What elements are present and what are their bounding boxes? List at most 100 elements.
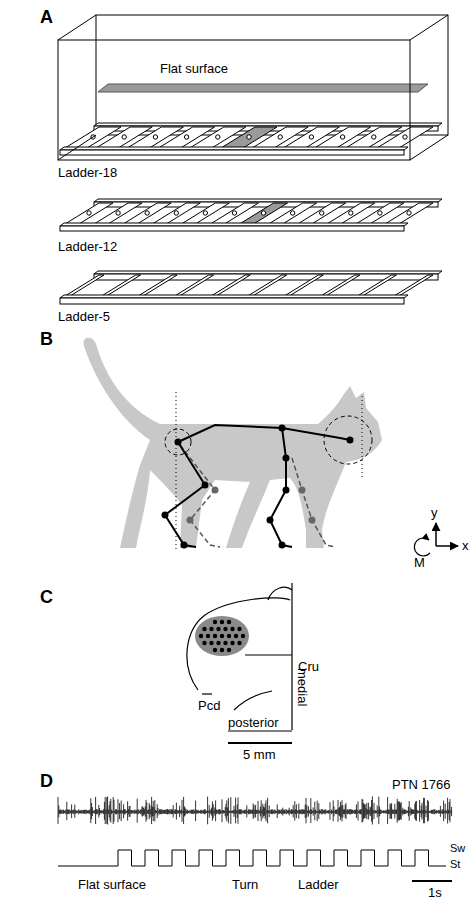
penetration-dot [213, 648, 217, 652]
phase-label: Sw [450, 843, 465, 854]
penetration-dot [206, 634, 210, 638]
rung-peg [407, 211, 411, 215]
joint [309, 517, 316, 524]
scale-bar [228, 742, 292, 744]
ladder-rung [377, 127, 433, 148]
forelimb-far [292, 458, 336, 547]
ladder-rung [248, 275, 287, 296]
joint [283, 487, 290, 494]
joint [202, 482, 209, 489]
orientation-axis [228, 730, 292, 731]
cat-figure [83, 338, 458, 556]
rung-peg [403, 135, 407, 139]
condition-label: Flat surface [78, 878, 146, 891]
x-axis [436, 545, 458, 547]
rung-peg [153, 135, 157, 139]
penetration-dot [234, 634, 238, 638]
penetration-dot [209, 641, 213, 645]
rung-peg [261, 211, 265, 215]
penetration-dot [223, 641, 227, 645]
hindlimb-far [180, 445, 220, 547]
ladder-rung [321, 275, 360, 296]
joint [283, 455, 290, 462]
rung-peg [116, 211, 120, 215]
rung-peg [349, 211, 353, 215]
hip-vertical [176, 392, 177, 550]
penetration-dot [216, 627, 220, 631]
box-back [96, 15, 448, 135]
rung-peg [372, 135, 376, 139]
joint [299, 487, 306, 494]
penetration-dot [220, 634, 224, 638]
penetration-dot [209, 627, 213, 631]
rung-peg [278, 135, 282, 139]
step-trace [58, 850, 446, 866]
hindlimb-near [165, 442, 205, 547]
head-vertical [362, 396, 363, 478]
joint [181, 542, 188, 549]
ladder-rung [138, 275, 177, 296]
penetration-dot [213, 634, 217, 638]
trunk-segment [178, 425, 350, 442]
cortex-map [187, 583, 292, 743]
rung-peg [174, 211, 178, 215]
condition-label: Turn [232, 878, 258, 891]
joint [175, 439, 182, 446]
ladder-rung [394, 275, 433, 296]
surface-label: Flat surface [160, 62, 228, 75]
box-front [58, 40, 410, 160]
penetration-dot [220, 620, 224, 624]
sulcus-mark [202, 693, 212, 694]
region-label: Pcd [198, 699, 220, 712]
joint-markers [162, 425, 354, 549]
recording-area [195, 616, 249, 656]
cruciate-sulcus [245, 654, 292, 655]
panel-letter: D [40, 772, 53, 790]
ladder-label: Ladder-18 [58, 166, 117, 179]
axis-label: y [431, 506, 438, 519]
ladder-rail [60, 150, 404, 155]
penetration-dot [227, 634, 231, 638]
rung-peg [309, 135, 313, 139]
ladder-rail [60, 226, 404, 231]
penetration-dot [230, 641, 234, 645]
joint [347, 437, 354, 444]
ladder [60, 271, 442, 304]
penetration-dot [227, 620, 231, 624]
penetration-dot [237, 627, 241, 631]
rung-peg [87, 211, 91, 215]
joint [212, 487, 219, 494]
penetration-dot [227, 648, 231, 652]
box-edge [410, 15, 448, 40]
joint [279, 542, 286, 549]
hip-angle [165, 429, 191, 455]
y-axis [435, 523, 437, 546]
ladder-rail [60, 298, 404, 304]
box-edge [58, 15, 96, 40]
ladder-rung [175, 275, 214, 296]
panel-letter: A [40, 8, 53, 26]
rung-peg [122, 135, 126, 139]
phase-label: St [450, 859, 460, 870]
rung-peg [378, 211, 382, 215]
joint [267, 517, 274, 524]
box-edge [410, 135, 448, 160]
ladder [60, 123, 442, 155]
panel-letter: B [40, 330, 53, 348]
ladders [60, 123, 442, 304]
rung-peg [145, 211, 149, 215]
axis-label: M [414, 556, 425, 569]
ladder-rung [211, 275, 250, 296]
rung-peg [232, 211, 236, 215]
rung-peg [247, 135, 251, 139]
rung-peg [320, 211, 324, 215]
penetration-dot [237, 641, 241, 645]
cortex-outline [187, 598, 290, 690]
ladder-rung [102, 275, 141, 296]
time-scale-bar [412, 880, 452, 882]
ladder-rung [385, 203, 433, 224]
midline [291, 583, 292, 730]
time-scale-label: 1s [428, 886, 442, 899]
